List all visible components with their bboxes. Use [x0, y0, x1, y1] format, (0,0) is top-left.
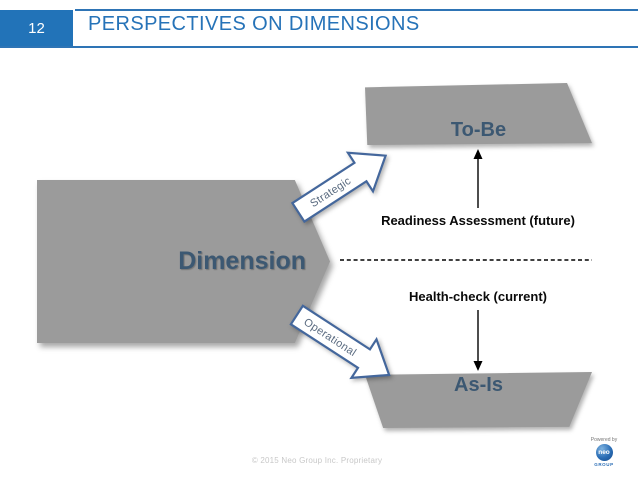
- readiness-assessment-label: Readiness Assessment (future): [381, 213, 575, 228]
- dashed-separator-line: [340, 259, 592, 261]
- neo-group-text: GROUP: [594, 462, 614, 467]
- as-is-label: As-Is: [454, 374, 503, 396]
- title-bottom-rule: [0, 46, 638, 48]
- up-arrow-connector-icon: [473, 149, 483, 208]
- as-is-shape: As-Is: [365, 372, 592, 428]
- copyright-text: © 2015 Neo Group Inc. Proprietary: [251, 456, 383, 465]
- powered-by-text: Powered by: [590, 437, 618, 443]
- operational-arrow-icon: Operational: [289, 304, 391, 380]
- neo-logo-icon: neo: [595, 444, 613, 461]
- to-be-shape: To-Be: [365, 83, 592, 145]
- dimension-label: Dimension: [178, 247, 306, 275]
- title-top-rule: [75, 9, 638, 11]
- to-be-band: To-Be: [365, 83, 592, 145]
- page-number-badge: 12: [0, 10, 73, 47]
- as-is-band: As-Is: [365, 372, 592, 428]
- health-check-label: Health-check (current): [409, 289, 547, 304]
- strategic-arrow-icon: Strategic: [290, 151, 388, 224]
- neo-group-logo: Powered by neo GROUP: [588, 437, 620, 467]
- down-arrow-connector-icon: [473, 310, 483, 371]
- dimension-arrow-body: Dimension: [37, 180, 330, 343]
- dimension-arrow-shape: Dimension: [37, 180, 330, 343]
- slide-title: PERSPECTIVES ON DIMENSIONS: [88, 13, 420, 35]
- to-be-label: To-Be: [450, 119, 507, 141]
